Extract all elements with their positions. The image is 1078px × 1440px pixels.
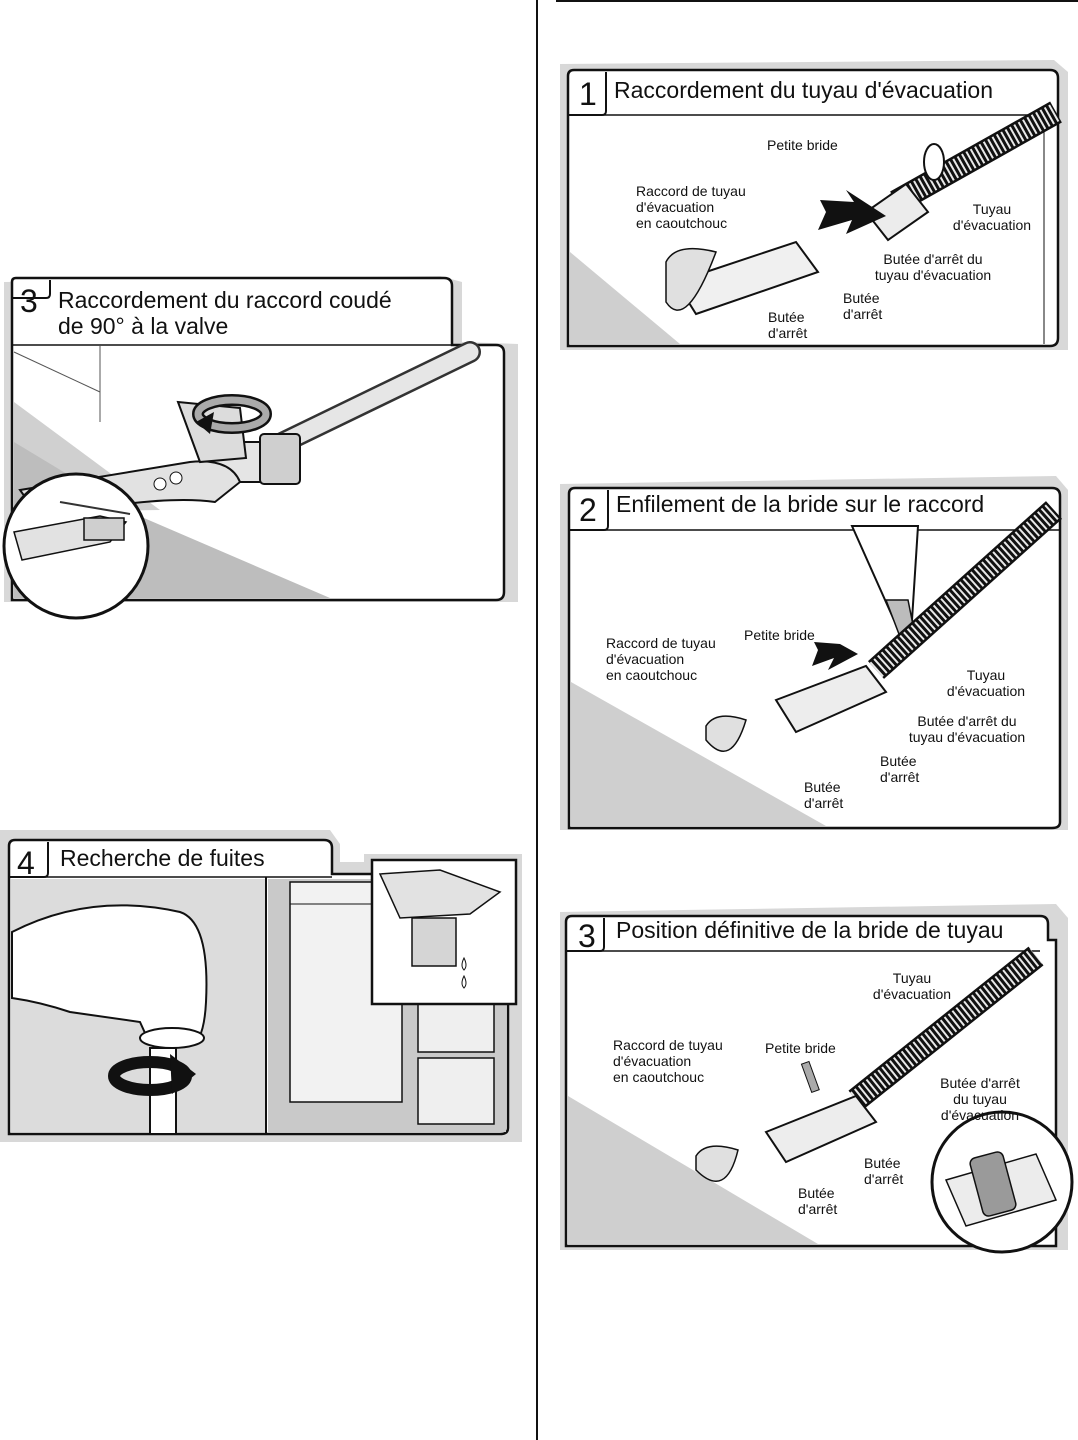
label-stop-right: Butée d'arrêt: [843, 290, 883, 322]
clamp-slide-illustration: [560, 476, 1068, 830]
step-title: Recherche de fuites: [60, 845, 265, 871]
label-stop-left: Butée d'arrêt: [768, 309, 808, 341]
step-number: 3: [20, 283, 38, 319]
label-stop-right: Butée d'arrêt: [880, 753, 920, 785]
label-drain-hose: Tuyau d'évacuation: [946, 667, 1026, 699]
label-drain-hose: Tuyau d'évacuation: [872, 970, 952, 1002]
elbow-illustration: [2, 276, 518, 620]
figure-step4-leaks: 4 Recherche de fuites: [0, 822, 522, 1142]
step-title-line2: de 90° à la valve: [58, 313, 229, 339]
label-stop-left: Butée d'arrêt: [798, 1185, 838, 1217]
label-drain-hose: Tuyau d'évacuation: [952, 201, 1032, 233]
figure-final-clamp-position: 3 Position définitive de la bride de tuy…: [556, 900, 1078, 1256]
step-number: 2: [579, 492, 597, 528]
drain-hose-illustration: [560, 60, 1068, 350]
figure-clamp-slide: 2 Enfilement de la bride sur le raccord …: [556, 470, 1078, 834]
step-title: Raccordement du raccord coudé: [58, 287, 392, 313]
label-hose-stop: Butée d'arrêt du tuyau d'évacuation: [874, 251, 992, 283]
label-hose-stop: Butée d'arrêt du tuyau d'évacuation: [908, 713, 1026, 745]
label-small-clamp: Petite bride: [744, 627, 815, 643]
label-small-clamp: Petite bride: [765, 1040, 836, 1056]
label-small-clamp: Petite bride: [767, 137, 838, 153]
label-rubber-connector: Raccord de tuyau d'évacuation en caoutch…: [636, 183, 746, 231]
step-number: 4: [17, 845, 35, 881]
step-title: Enfilement de la bride sur le raccord: [616, 491, 985, 517]
label-stop-left: Butée d'arrêt: [804, 779, 844, 811]
step-title: Position définitive de la bride de tuyau: [616, 917, 1004, 943]
final-clamp-illustration: [560, 904, 1074, 1254]
step-title: Raccordement du tuyau d'évacuation: [614, 77, 994, 103]
label-rubber-connector: Raccord de tuyau d'évacuation en caoutch…: [613, 1037, 723, 1085]
step-number: 1: [579, 76, 597, 112]
leak-check-illustration: [0, 830, 522, 1142]
column-divider: [536, 0, 538, 1440]
figure-step3-elbow: 3 Raccordement du raccord coudé de 90° à…: [0, 262, 520, 620]
figure-drain-hose-connect: 1 Raccordement du tuyau d'évacuation Pet…: [556, 52, 1078, 358]
step-number: 3: [578, 918, 596, 954]
label-hose-stop: Butée d'arrêt du tuyau d'évacuation: [940, 1075, 1020, 1123]
label-rubber-connector: Raccord de tuyau d'évacuation en caoutch…: [606, 635, 716, 683]
label-stop-right: Butée d'arrêt: [864, 1155, 904, 1187]
top-rule: [556, 0, 1078, 2]
